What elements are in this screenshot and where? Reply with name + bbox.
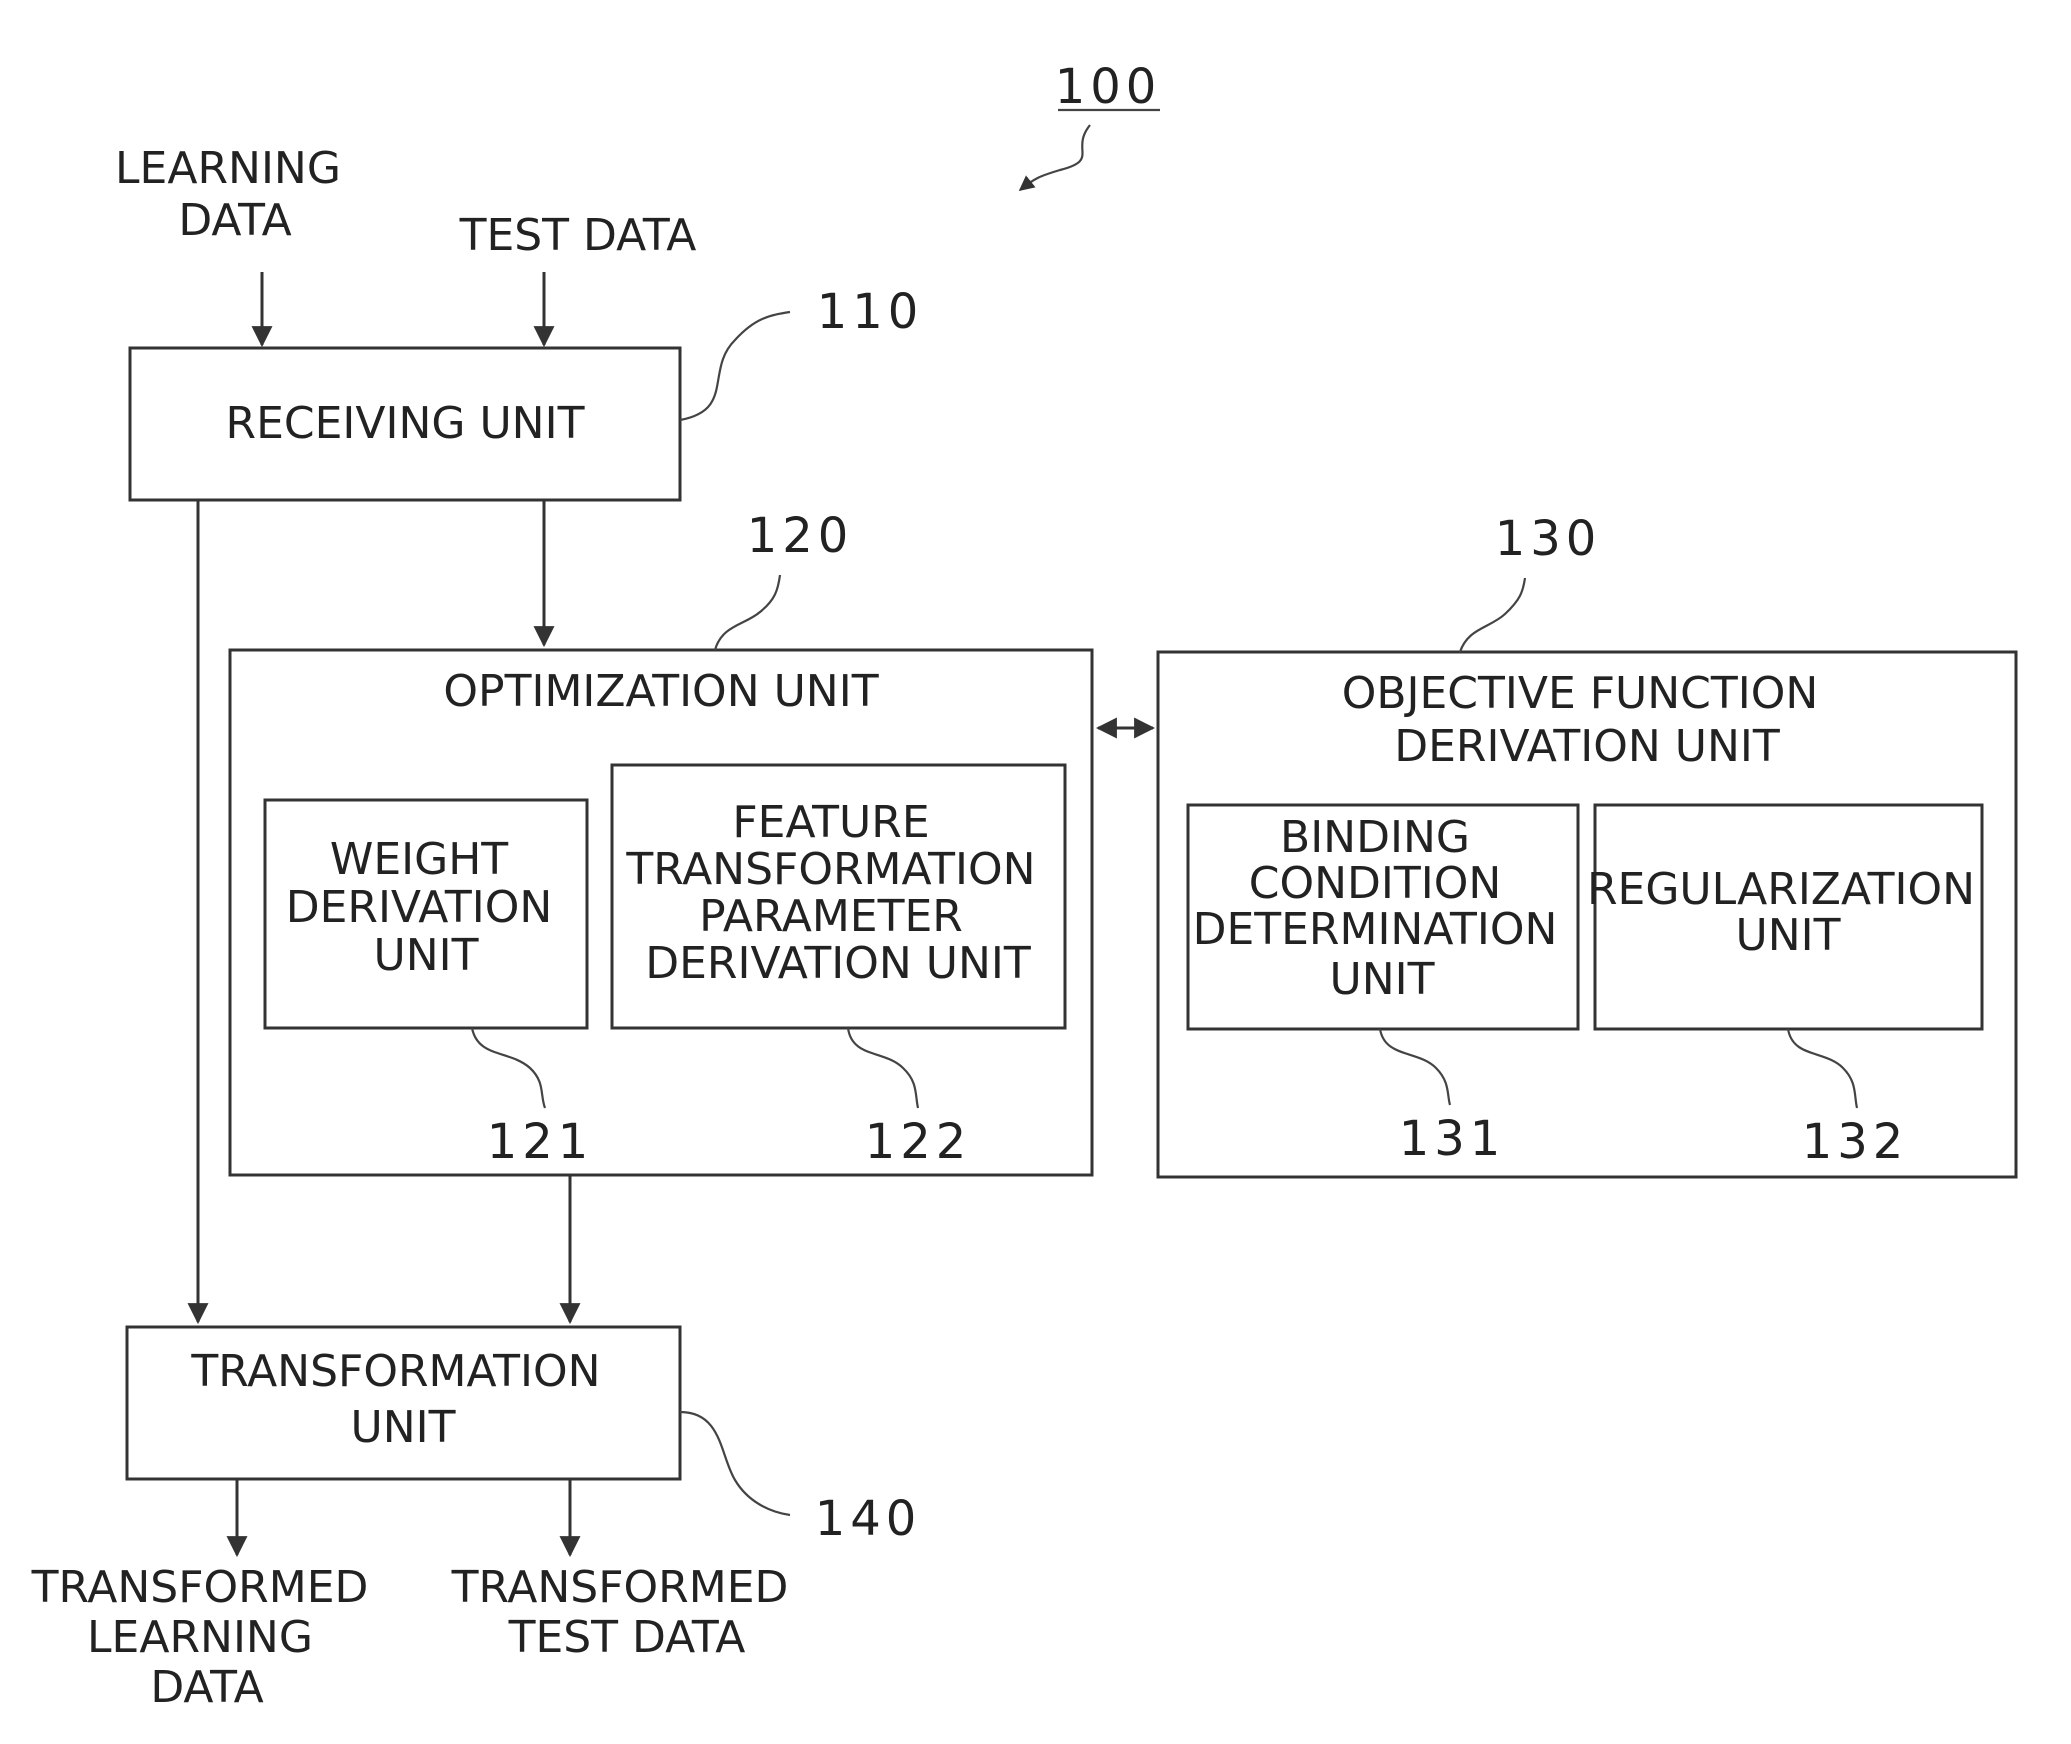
feature-transformation-line-2: TRANSFORMATION [625, 844, 1035, 895]
feature-transformation-unit-ref: 122 [865, 1114, 972, 1170]
transformed-learning-data-label: TRANSFORMED LEARNING DATA [31, 1562, 383, 1713]
weight-derivation-line-3: UNIT [374, 930, 479, 981]
weight-derivation-line-2: DERIVATION [286, 882, 553, 933]
regularization-unit-ref: 132 [1802, 1114, 1909, 1170]
objective-function-line-2: DERIVATION UNIT [1394, 721, 1780, 772]
weight-derivation-unit-ref: 121 [487, 1114, 594, 1170]
objective-function-unit-ref: 130 [1495, 511, 1602, 567]
transformed-learning-line-2: LEARNING [87, 1612, 313, 1663]
transformed-test-line-2: TEST DATA [508, 1612, 746, 1663]
feature-transformation-line-1: FEATURE [732, 797, 929, 848]
transformation-unit-line-2: UNIT [351, 1402, 456, 1453]
binding-condition-unit-ref: 131 [1399, 1111, 1506, 1167]
transformed-learning-line-3: DATA [150, 1662, 263, 1713]
transformed-test-line-1: TRANSFORMED [451, 1562, 789, 1613]
transformation-unit-ref: 140 [815, 1491, 922, 1547]
regularization-line-1: REGULARIZATION [1587, 864, 1975, 915]
receiving-unit-ref: 110 [817, 284, 924, 340]
objective-function-line-1: OBJECTIVE FUNCTION [1342, 668, 1819, 719]
learning-data-label: LEARNING DATA [115, 143, 355, 246]
learning-data-line-2: DATA [178, 195, 291, 246]
transformed-learning-line-1: TRANSFORMED [31, 1562, 369, 1613]
optimization-unit-line-1: OPTIMIZATION UNIT [443, 666, 878, 717]
binding-condition-line-1: BINDING [1280, 812, 1470, 863]
receiving-unit-label: RECEIVING UNIT [226, 398, 585, 449]
test-data-line-1: TEST DATA [459, 210, 697, 261]
feature-transformation-line-4: DERIVATION UNIT [645, 938, 1031, 989]
optimization-unit-label: OPTIMIZATION UNIT [443, 666, 878, 717]
transformed-test-data-label: TRANSFORMED TEST DATA [451, 1562, 803, 1663]
binding-condition-line-3: DETERMINATION [1193, 904, 1558, 955]
transformation-unit-line-1: TRANSFORMATION [190, 1346, 600, 1397]
binding-condition-line-4: UNIT [1330, 954, 1435, 1005]
feature-transformation-line-3: PARAMETER [699, 891, 963, 942]
weight-derivation-line-1: WEIGHT [330, 834, 508, 885]
receiving-unit-line-1: RECEIVING UNIT [226, 398, 585, 449]
learning-data-line-1: LEARNING [115, 143, 341, 194]
figure-ref-label: 100 [1055, 59, 1162, 115]
optimization-unit-ref: 120 [747, 508, 854, 564]
binding-condition-line-2: CONDITION [1249, 858, 1502, 909]
test-data-label: TEST DATA [459, 210, 697, 261]
regularization-line-2: UNIT [1736, 910, 1841, 961]
